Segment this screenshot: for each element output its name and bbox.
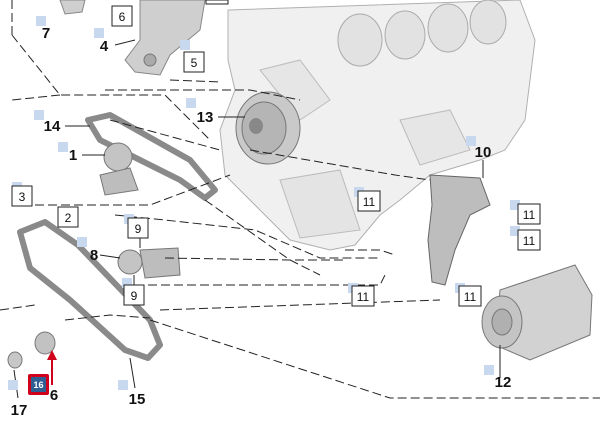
engine-block (219, 0, 536, 251)
small-pulley (7, 331, 56, 369)
upper-bracket (59, 0, 206, 76)
box-callout-3: 3 (11, 185, 33, 207)
svg-text:11: 11 (523, 208, 536, 222)
svg-text:16: 16 (33, 380, 43, 390)
ac-compressor (481, 264, 593, 361)
callout-7: 7 (42, 25, 50, 42)
callout-17: 17 (11, 402, 28, 419)
box-callout-9-lower: 9 (123, 284, 145, 306)
svg-text:6: 6 (119, 10, 126, 24)
svg-text:11: 11 (523, 234, 536, 248)
callout-10: 10 (475, 144, 492, 161)
svg-text:9: 9 (135, 222, 142, 236)
svg-text:5: 5 (191, 56, 198, 70)
crankshaft-pulley (235, 91, 301, 165)
callout-14: 14 (44, 118, 61, 135)
svg-text:2: 2 (65, 211, 72, 225)
svg-text:3: 3 (19, 190, 26, 204)
belt-tensioner (99, 142, 139, 196)
callout-8: 8 (90, 247, 98, 264)
highlighted-callout-16[interactable]: 16 (28, 374, 49, 395)
box-callout-9-upper: 9 (127, 217, 149, 239)
box-callout-11-lower-right: 11 (458, 285, 482, 307)
box-callout-11-lower-left: 11 (351, 285, 375, 307)
callout-16-partial: 6 (50, 387, 58, 404)
box-callout-11-right-lower: 11 (517, 229, 541, 251)
svg-text:11: 11 (464, 290, 477, 304)
callout-4: 4 (100, 38, 109, 55)
box-callout-2: 2 (57, 206, 79, 228)
callout-13: 13 (197, 109, 214, 126)
callout-15: 15 (129, 391, 146, 408)
callout-12: 12 (495, 374, 512, 391)
svg-text:11: 11 (211, 0, 224, 3)
compressor-bracket (427, 174, 491, 286)
svg-text:11: 11 (363, 195, 376, 209)
svg-text:9: 9 (131, 289, 138, 303)
leader-lines (13, 39, 501, 399)
box-callout-11-top: 11 (205, 0, 229, 5)
callout-1: 1 (69, 147, 77, 164)
box-callout-5: 5 (183, 51, 205, 73)
box-callout-6: 6 (111, 5, 133, 27)
box-callout-11-center: 11 (357, 190, 381, 212)
highlight-arrow (47, 350, 57, 385)
idler-pulley-assembly (117, 247, 181, 279)
svg-text:11: 11 (357, 290, 370, 304)
box-callout-11-right-upper: 11 (517, 203, 541, 225)
ribbed-belt-lower (17, 219, 163, 361)
